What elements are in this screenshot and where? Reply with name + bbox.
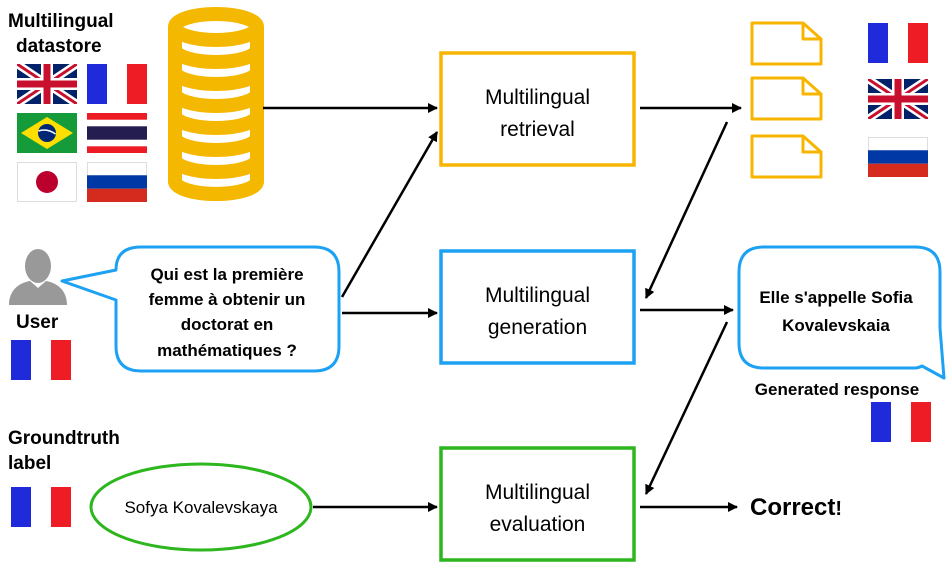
flag-uk-icon xyxy=(17,64,77,104)
evaluation-box: Multilingual evaluation xyxy=(439,446,636,562)
retrieval-label-line1: Multilingual xyxy=(485,86,590,109)
document-icon xyxy=(750,21,823,66)
generation-label-line2: generation xyxy=(488,316,587,339)
flag-france-icon xyxy=(11,487,71,527)
database-ring xyxy=(168,47,264,69)
database-ring xyxy=(168,113,264,135)
question-line: mathématiques ? xyxy=(157,341,297,360)
retrieval-label-line2: retrieval xyxy=(500,118,575,141)
response-bubble-border xyxy=(737,245,946,380)
retrieval-box-border xyxy=(439,51,636,167)
database-ring xyxy=(168,91,264,113)
document-icon xyxy=(750,76,823,121)
flag-brazil-icon xyxy=(17,113,77,153)
database-ring xyxy=(168,69,264,91)
question-line: femme à obtenir un xyxy=(149,290,306,309)
retrieval-box: Multilingual retrieval xyxy=(439,51,636,167)
flag-france-icon xyxy=(87,64,147,104)
database-ring xyxy=(168,179,264,201)
result-label: Correct! xyxy=(750,494,842,521)
result-text: Correct xyxy=(750,494,835,521)
response-caption: Generated response xyxy=(755,380,919,399)
generation-label-line1: Multilingual xyxy=(485,284,590,307)
datastore-title-line2: datastore xyxy=(16,36,102,57)
arrows xyxy=(263,103,742,512)
evaluation-label-line1: Multilingual xyxy=(485,481,590,504)
retrieved-documents xyxy=(750,21,928,179)
result-suffix: ! xyxy=(835,498,842,520)
database-ring xyxy=(168,135,264,157)
user-section: User xyxy=(9,249,71,380)
evaluation-label-line2: evaluation xyxy=(490,513,586,536)
datastore-section: Multilingual datastore xyxy=(8,11,147,202)
flag-france-icon xyxy=(11,340,71,380)
groundtruth-ellipse xyxy=(89,462,313,552)
generation-box: Multilingual generation xyxy=(439,249,636,365)
user-label: User xyxy=(16,312,59,333)
document-icon xyxy=(750,134,823,179)
arrow-question-to-retrieval xyxy=(340,131,439,298)
flag-japan-icon xyxy=(17,162,77,202)
groundtruth-title-line2: label xyxy=(8,453,51,474)
response-line: Kovalevskaia xyxy=(782,316,890,335)
user-avatar-icon xyxy=(9,249,67,305)
generation-box-border xyxy=(439,249,636,365)
question-bubble-border xyxy=(60,245,341,373)
flag-france-icon xyxy=(871,402,931,442)
question-line: Qui est la première xyxy=(150,265,303,284)
groundtruth-answer: Sofya Kovalevskaya xyxy=(124,498,278,517)
database-ring xyxy=(168,157,264,179)
flag-france-icon xyxy=(868,23,928,63)
datastore-title-line1: Multilingual xyxy=(8,11,114,32)
groundtruth-title-line1: Groundtruth xyxy=(8,428,120,449)
arrow-response-to-evaluation xyxy=(644,321,729,495)
flag-uk-icon xyxy=(868,79,928,119)
evaluation-box-border xyxy=(439,446,636,562)
database-top xyxy=(168,7,264,47)
flag-thailand-icon xyxy=(87,113,147,153)
response-bubble: Elle s'appelle Sofia Kovalevskaia Genera… xyxy=(737,245,946,442)
groundtruth-section: Groundtruth label Sofya Kovalevskaya xyxy=(8,428,313,552)
flag-russia-icon xyxy=(868,137,928,177)
response-line: Elle s'appelle Sofia xyxy=(759,288,913,307)
question-bubble: Qui est la première femme à obtenir un d… xyxy=(60,245,341,373)
database-icon xyxy=(168,7,264,201)
question-line: doctorat en xyxy=(181,315,274,334)
flag-russia-icon xyxy=(87,162,147,202)
arrow-documents-to-generation xyxy=(644,121,729,299)
